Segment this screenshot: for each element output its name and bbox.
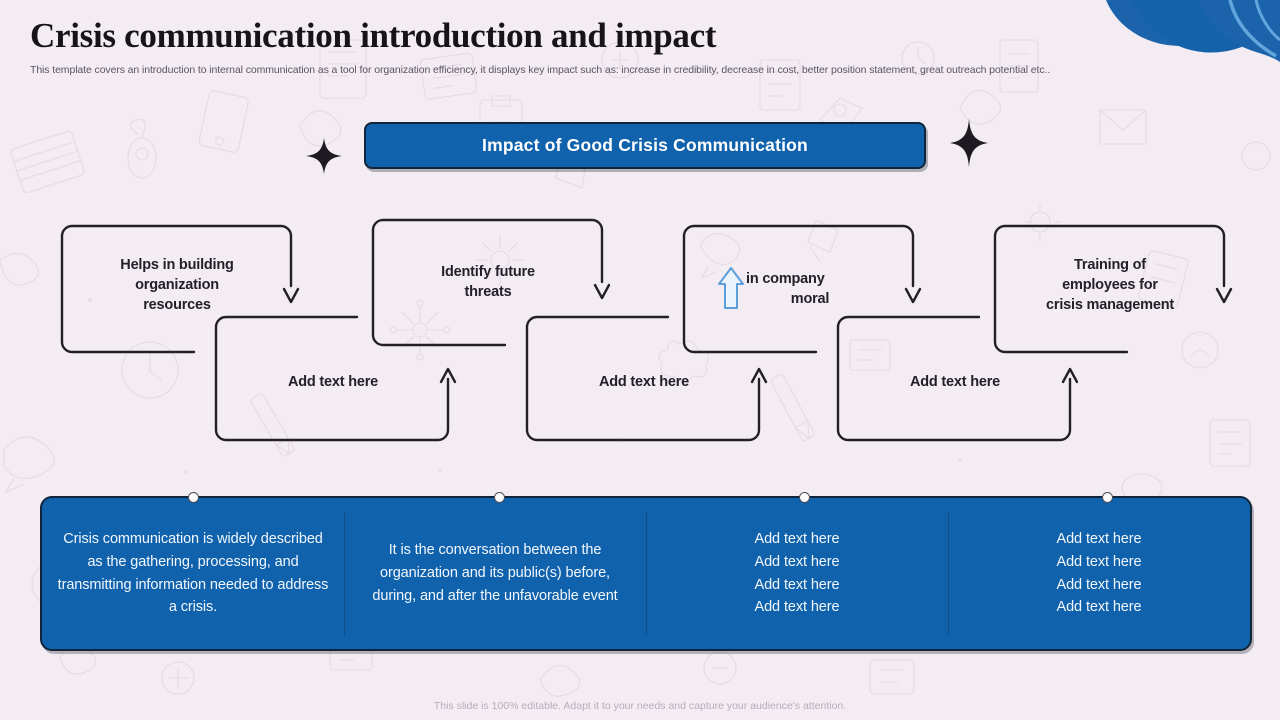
flow-top-box-3-label: in company moral [718,270,888,310]
summary-column-2-text: It is the conversation between the organ… [372,542,618,604]
impact-banner: Impact of Good Crisis Communication [364,122,926,169]
sparkle-icon-right [950,119,988,167]
up-arrow-icon [718,267,744,309]
flow-top-box-3-line2: moral [790,290,830,307]
flow-top-box-1-line1: Helps in building [120,257,234,273]
flow-top-box-2-label: Identify future threats [373,263,603,303]
list-item: Add text here [1056,553,1142,570]
flow-top-box-4-line1: Training of [1074,257,1146,273]
sparkle-icon-left [306,138,342,174]
summary-column-4: Add text here Add text here Add text her… [948,498,1250,649]
list-item: Add text here [1056,599,1142,616]
summary-column-1: Crisis communication is widely described… [42,498,344,649]
flow-top-box-1-label: Helps in building organization resources [62,256,292,316]
list-item: Add text here [1056,531,1142,547]
flow-top-box-4-label: Training of employees for crisis managem… [995,256,1225,316]
corner-wave-decoration [1106,0,1280,62]
summary-column-2: It is the conversation between the organ… [344,498,646,649]
summary-column-4-list: Add text here Add text here Add text her… [1057,528,1142,619]
panel-connector-dot-2 [494,492,505,503]
footer-note: This slide is 100% editable. Adapt it to… [433,700,847,712]
flow-diagram [60,218,1233,442]
impact-banner-label: Impact of Good Crisis Communication [482,135,808,155]
flow-top-box-2-line2: threats [464,283,512,300]
flow-bottom-box-1-label: Add text here [287,374,379,390]
list-item: Add text here [754,531,840,547]
flow-top-box-1-line3: resources [143,296,211,313]
panel-connector-dot-4 [1102,492,1113,503]
flow-top-box-3-line1: in company [746,271,825,287]
list-item: Add text here [1056,576,1142,593]
flow-bottom-box-2-label: Add text here [598,374,690,390]
flow-top-box-4-line3: crisis management [1046,296,1174,313]
list-item: Add text here [754,576,840,593]
flow-top-box-2-line1: Identify future [441,264,535,280]
page-subtitle: This template covers an introduction to … [30,64,1051,76]
flow-top-box-1-line2: organization [135,276,219,293]
summary-panel: Crisis communication is widely described… [40,492,1252,651]
list-item: Add text here [754,553,840,570]
summary-column-1-text: Crisis communication is widely described… [57,531,329,616]
summary-column-3-list: Add text here Add text here Add text her… [755,528,840,619]
panel-connector-dot-1 [188,492,199,503]
flow-top-box-4-line2: employees for [1062,276,1158,293]
summary-column-3: Add text here Add text here Add text her… [646,498,948,649]
flow-bottom-box-3-label: Add text here [909,374,1001,390]
list-item: Add text here [754,599,840,616]
panel-connector-dot-3 [799,492,810,503]
page-title: Crisis communication introduction and im… [30,16,717,55]
